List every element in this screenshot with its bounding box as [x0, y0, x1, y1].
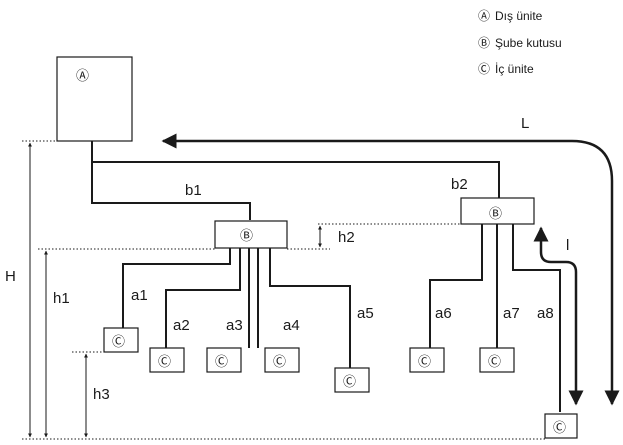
svg-text:Ⓒ: Ⓒ — [112, 335, 125, 350]
arrow-l — [533, 226, 584, 406]
label-a8: a8 — [537, 305, 554, 322]
indoor-unit-4: Ⓒ — [264, 347, 300, 373]
svg-text:Ⓒ: Ⓒ — [553, 421, 566, 436]
branch-box-1-label: Ⓑ — [240, 229, 253, 244]
label-a1: a1 — [131, 287, 148, 304]
label-b1: b1 — [185, 182, 202, 199]
label-a6: a6 — [435, 305, 452, 322]
indoor-unit-5: Ⓒ — [334, 367, 370, 393]
label-a2: a2 — [173, 317, 190, 334]
label-l: l — [566, 237, 569, 254]
svg-text:Ⓒ: Ⓒ — [488, 355, 501, 370]
main-piping — [91, 141, 500, 220]
legend-b-symbol: Ⓑ — [478, 36, 490, 50]
svg-text:Ⓒ: Ⓒ — [158, 355, 171, 370]
label-L: L — [521, 115, 529, 132]
legend-c-symbol: Ⓒ — [478, 62, 490, 76]
label-b2: b2 — [451, 176, 468, 193]
indoor-unit-1: Ⓒ — [103, 327, 139, 353]
legend: Ⓐ Dış ünite Ⓑ Şube kutusu Ⓒ İç ünite — [478, 9, 562, 76]
branch-box-2-label: Ⓑ — [489, 207, 502, 222]
outdoor-unit: Ⓐ — [56, 56, 133, 142]
svg-text:Ⓒ: Ⓒ — [273, 355, 286, 370]
indoor-unit-3: Ⓒ — [206, 347, 242, 373]
legend-a-text: Dış ünite — [495, 9, 543, 23]
branch-box-1: Ⓑ — [122, 220, 351, 368]
arrow-L — [161, 133, 620, 406]
indoor-unit-7: Ⓒ — [479, 347, 515, 373]
indoor-units: Ⓒ Ⓒ Ⓒ Ⓒ Ⓒ Ⓒ Ⓒ Ⓒ — [103, 327, 578, 439]
label-h1: h1 — [53, 290, 70, 307]
label-a3: a3 — [226, 317, 243, 334]
legend-b-text: Şube kutusu — [495, 36, 562, 50]
label-H: H — [5, 268, 16, 285]
indoor-unit-8: Ⓒ — [544, 413, 578, 439]
legend-a-symbol: Ⓐ — [478, 9, 490, 23]
svg-text:Ⓒ: Ⓒ — [343, 375, 356, 390]
label-h3: h3 — [93, 386, 110, 403]
legend-c-text: İç ünite — [495, 62, 534, 76]
label-a5: a5 — [357, 305, 374, 322]
outdoor-unit-label: Ⓐ — [76, 69, 89, 84]
label-h2: h2 — [338, 229, 355, 246]
label-a4: a4 — [283, 317, 300, 334]
svg-text:Ⓒ: Ⓒ — [215, 355, 228, 370]
label-a7: a7 — [503, 305, 520, 322]
indoor-unit-2: Ⓒ — [149, 347, 185, 373]
indoor-unit-6: Ⓒ — [409, 347, 445, 373]
svg-text:Ⓒ: Ⓒ — [418, 355, 431, 370]
